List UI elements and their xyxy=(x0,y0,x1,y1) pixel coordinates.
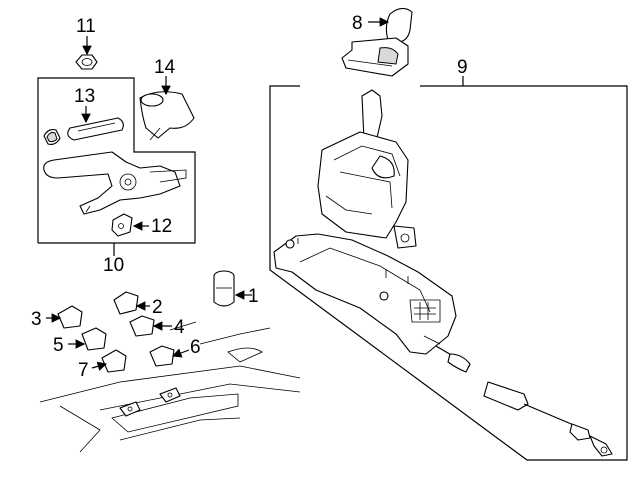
part-5-clip xyxy=(81,327,107,351)
parking-brake-group-box xyxy=(37,77,196,244)
shifter-assembly-box xyxy=(269,85,628,461)
callout-14: 14 xyxy=(154,57,176,78)
callout-6: 6 xyxy=(190,337,201,358)
part-2-clip xyxy=(113,291,139,315)
part-6-clip xyxy=(149,345,175,367)
part-11-nut xyxy=(75,54,98,70)
callout-9: 9 xyxy=(457,57,468,78)
part-13-handle-grip xyxy=(43,117,124,145)
callout-10: 10 xyxy=(103,255,124,276)
callout-8: 8 xyxy=(352,13,363,34)
part-4-clip xyxy=(129,315,155,337)
part-12-bracket xyxy=(111,213,133,237)
callout-3: 3 xyxy=(31,309,42,330)
callout-1: 1 xyxy=(248,286,259,307)
parking-brake-lever xyxy=(43,151,187,215)
shifter-mechanism xyxy=(273,89,457,355)
callout-13: 13 xyxy=(74,86,95,107)
shift-cable xyxy=(435,345,613,457)
floor-panel xyxy=(39,321,301,453)
callout-5: 5 xyxy=(53,335,64,356)
callout-11: 11 xyxy=(76,16,96,37)
callout-labels: 11 13 14 12 10 8 9 1 2 3 4 5 6 7 xyxy=(31,13,468,381)
part-14-boot xyxy=(139,91,195,141)
part-7-clip xyxy=(101,349,127,373)
part-1-bulb-socket xyxy=(213,270,235,307)
callout-2: 2 xyxy=(152,297,163,318)
callout-4: 4 xyxy=(174,317,185,338)
callout-7: 7 xyxy=(78,360,89,381)
part-8-shift-knob xyxy=(341,7,413,77)
leader-lines xyxy=(46,17,464,371)
part-3-clip xyxy=(57,305,83,329)
callout-12: 12 xyxy=(151,216,172,237)
